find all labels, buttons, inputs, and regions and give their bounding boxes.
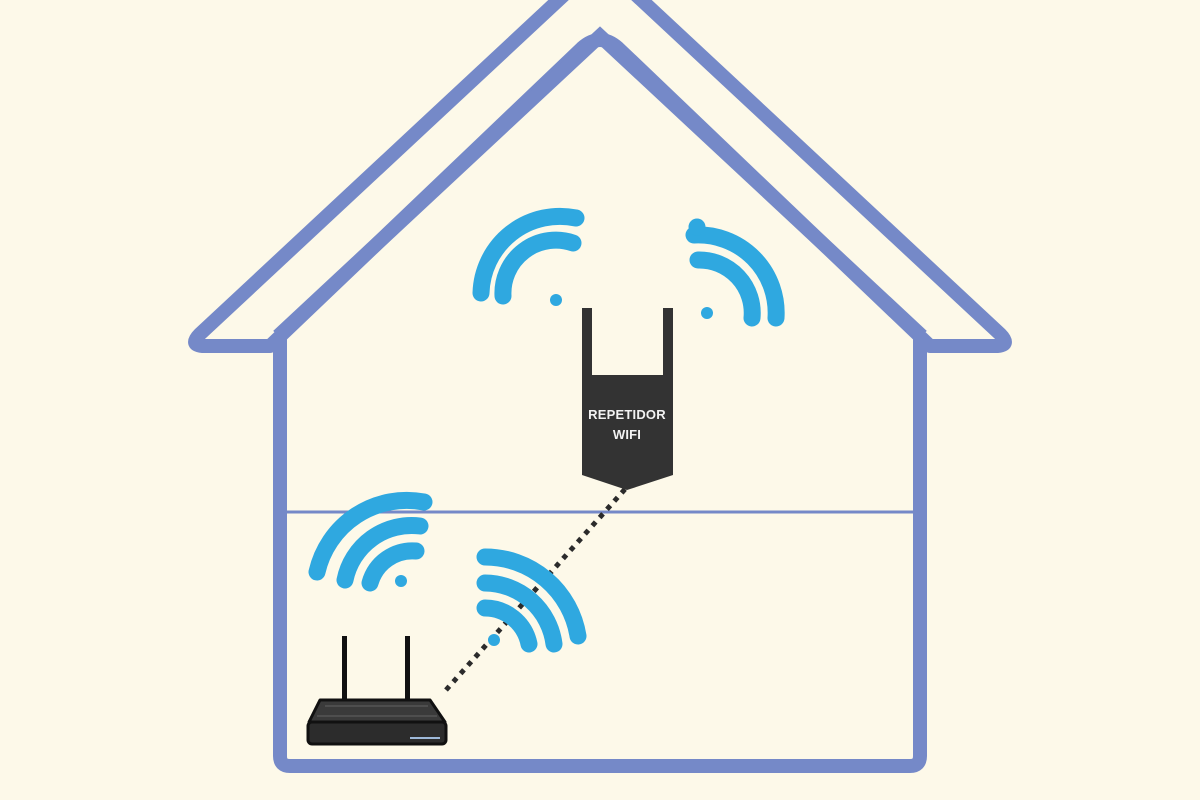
router-antenna-left [342,636,347,702]
wifi-signal-upper-left-icon [472,207,585,306]
wifi-signal-lower-left-icon [308,491,433,592]
house-walls [273,338,927,773]
repeater-body [582,375,673,490]
wifi-signal-upper-right-icon [685,218,785,327]
wifi-repeater-device [582,308,673,490]
wifi-signal-lower-right-icon [476,548,587,653]
connection-line [444,486,628,692]
roof-inner [273,26,927,342]
house [188,0,1012,773]
repeater-label: REPETIDOR WIFI [580,405,674,445]
router-front [306,720,448,746]
wifi-router-device [306,636,448,746]
router-antenna-right [405,636,410,702]
repeater-antenna-right [663,308,673,380]
repeater-antenna-left [582,308,592,380]
repeater-label-line2: WIFI [612,427,642,442]
repeater-label-line1: REPETIDOR [588,407,666,422]
router-top [307,698,447,724]
